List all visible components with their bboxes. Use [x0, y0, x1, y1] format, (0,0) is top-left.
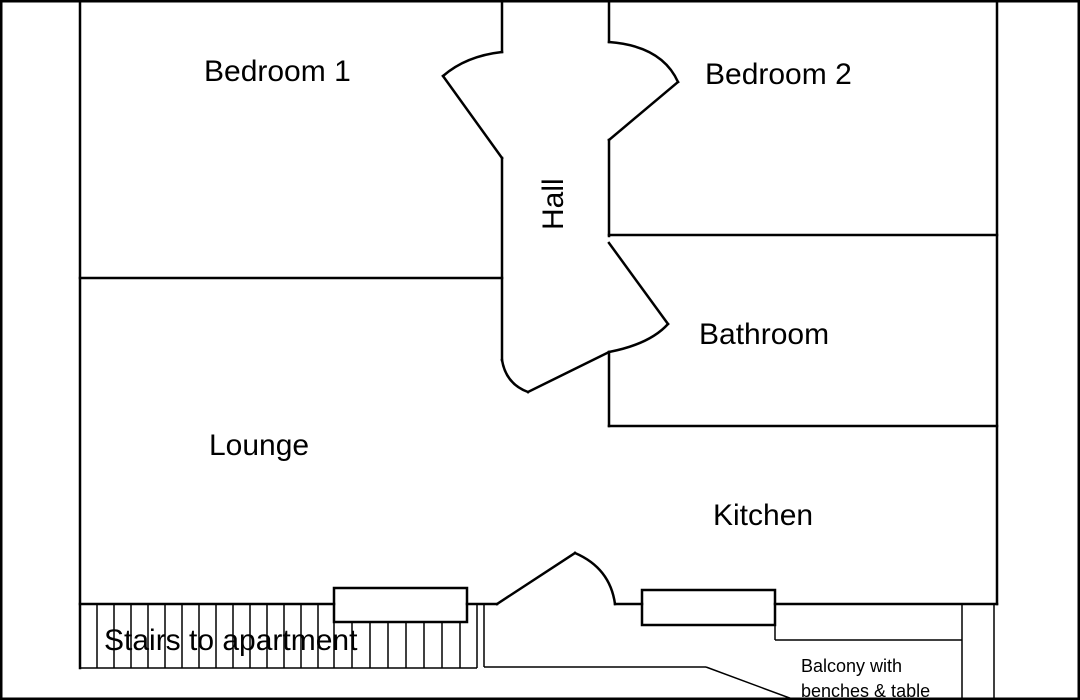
door-balcony [495, 551, 617, 606]
door-bathroom [607, 241, 670, 354]
balcony [483, 604, 995, 700]
label-bedroom2: Bedroom 2 [705, 58, 852, 91]
interior-walls [78, 0, 999, 606]
label-hall: Hall [537, 178, 570, 230]
label-stairs: Stairs to apartment [104, 624, 358, 657]
window-kitchen [640, 588, 777, 627]
label-lounge: Lounge [209, 429, 309, 462]
doors [441, 40, 680, 606]
exterior-walls [78, 0, 999, 670]
label-bathroom: Bathroom [699, 318, 829, 351]
room-labels: Bedroom 1 Bedroom 2 Hall Bathroom Lounge… [104, 55, 930, 700]
door-bedroom1 [441, 50, 504, 160]
label-kitchen: Kitchen [713, 499, 813, 532]
door-bedroom2 [607, 40, 680, 142]
stairs [79, 604, 478, 669]
door-hall-lounge [500, 350, 611, 394]
window-lounge [332, 586, 469, 624]
windows [332, 586, 777, 627]
label-bedroom1: Bedroom 1 [204, 55, 351, 88]
label-balcony-line2: benches & table [801, 681, 930, 700]
label-balcony-line1: Balcony with [801, 656, 902, 676]
